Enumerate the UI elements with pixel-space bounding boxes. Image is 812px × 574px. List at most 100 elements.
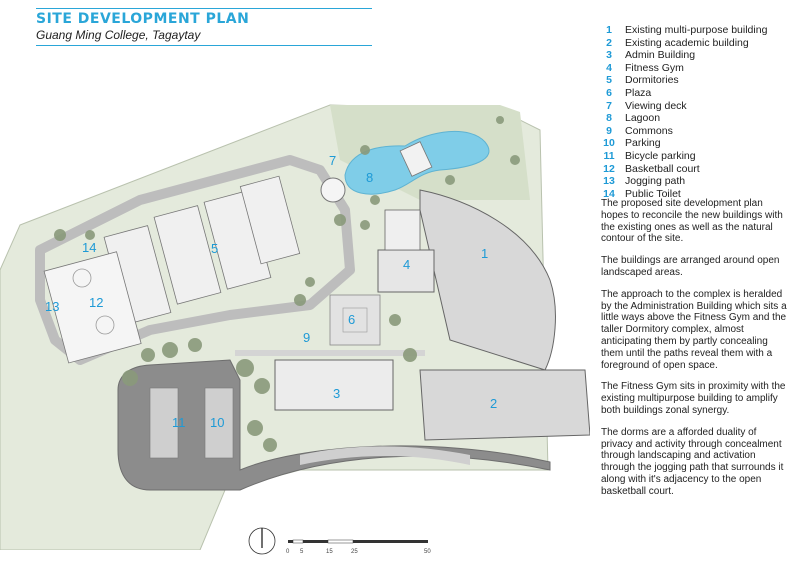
- lagoon-bridge: [399, 141, 433, 177]
- plan-label-7: 7: [329, 153, 336, 168]
- parking-bays-left: [149, 387, 179, 459]
- plaza-6: [329, 294, 381, 346]
- tree-clusters: [54, 116, 520, 452]
- plan-label-2: 2: [490, 396, 497, 411]
- page-title: SITE DEVELOPMENT PLAN: [36, 11, 250, 27]
- legend-item: 7 Viewing deck: [598, 100, 808, 113]
- legend-number: 14: [603, 187, 615, 200]
- tree: [360, 220, 370, 230]
- scale-svg: 0 5 15 25 50: [248, 527, 431, 555]
- legend-number: 3: [606, 49, 612, 62]
- description-paragraph: The approach to the complex is heralded …: [601, 288, 787, 371]
- court-area: [43, 251, 142, 364]
- legend-label: Admin Building: [625, 49, 696, 62]
- legend-label: Parking: [625, 137, 661, 150]
- legend-number: 4: [606, 61, 612, 74]
- tree: [85, 230, 95, 240]
- legend-label: Jogging path: [625, 175, 686, 188]
- jogging-path: [35, 155, 355, 365]
- tree: [236, 359, 254, 377]
- plan-label-6: 6: [348, 312, 355, 327]
- tree: [389, 314, 401, 326]
- plan-label-14: 14: [82, 240, 96, 255]
- court-circle-top: [72, 268, 92, 288]
- dormitory-blocks: [103, 175, 301, 325]
- legend-label: Commons: [625, 124, 673, 137]
- legend-number: 13: [603, 175, 615, 188]
- legend-label: Public Toilet: [625, 187, 681, 200]
- tree: [162, 342, 178, 358]
- description-paragraph: The proposed site development plan hopes…: [601, 198, 783, 245]
- legend-number: 9: [606, 124, 612, 137]
- building-1-multipurpose: [419, 189, 556, 371]
- plan-label-12: 12: [89, 295, 103, 310]
- scale-tick-label: 50: [424, 549, 431, 555]
- plan-label-9: 9: [303, 330, 310, 345]
- legend-label: Dormitories: [625, 74, 679, 87]
- building-2-academic: [419, 369, 590, 441]
- plan-label-4: 4: [403, 257, 410, 272]
- legend-item: 13 Jogging path: [598, 175, 808, 188]
- plan-label-8: 8: [366, 170, 373, 185]
- tree: [370, 195, 380, 205]
- road-island: [300, 446, 470, 465]
- description-paragraph: The Fitness Gym sits in proximity with t…: [601, 381, 786, 416]
- legend-number: 5: [606, 74, 612, 87]
- north-arrow-and-scale: 0 5 15 25 50: [246, 524, 446, 564]
- tree: [254, 378, 270, 394]
- court-circle-bottom: [95, 315, 115, 335]
- legend-label: Viewing deck: [625, 99, 687, 112]
- viewing-deck-7: [320, 177, 346, 203]
- legend-number: 1: [606, 24, 612, 36]
- legend-number: 6: [606, 86, 612, 99]
- dorm-block-d: [239, 175, 301, 265]
- plan-label-3: 3: [333, 386, 340, 401]
- tree: [510, 155, 520, 165]
- legend-item: 8 Lagoon: [598, 112, 808, 125]
- tree: [305, 277, 315, 287]
- tree: [403, 348, 417, 362]
- tree: [445, 175, 455, 185]
- walkway: [235, 350, 425, 356]
- legend-label: Plaza: [625, 86, 652, 99]
- tree: [263, 438, 277, 452]
- tree: [188, 338, 202, 352]
- legend-number: 7: [606, 99, 612, 112]
- plan-label-10: 10: [210, 415, 224, 430]
- plan-label-11: 11: [172, 415, 186, 430]
- scale-tick-label: 0: [286, 549, 290, 555]
- legend-label: Lagoon: [625, 112, 661, 125]
- legend-item: 5 Dormitories: [598, 74, 808, 87]
- plaza-inner: [342, 307, 368, 333]
- building-3-admin: [274, 359, 394, 411]
- scale-tick-label: 15: [326, 549, 333, 555]
- dorm-block-b: [153, 205, 222, 305]
- tree: [360, 145, 370, 155]
- legend-number: 8: [606, 112, 612, 125]
- title-block: SITE DEVELOPMENT PLAN Guang Ming College…: [36, 8, 372, 46]
- plan-label-13: 13: [45, 299, 59, 314]
- legend-item: 9 Commons: [598, 125, 808, 138]
- scale-bar-segment: [288, 540, 293, 543]
- legend-item: 3 Admin Building: [598, 49, 808, 62]
- description-paragraph: The dorms are a afforded duality of priv…: [601, 426, 784, 497]
- plan-label-1: 1: [481, 246, 488, 261]
- site-plan-svg: 1 2 3 4 5 6 7 8 9 10 11 12 13 14: [0, 104, 590, 550]
- legend-label: Existing academic building: [625, 36, 749, 49]
- description-paragraph: The buildings are arranged around open l…: [601, 255, 780, 278]
- legend-item: 14 Public Toilet: [598, 188, 808, 201]
- plan-label-5: 5: [211, 241, 218, 256]
- site-plan-drawing: 1 2 3 4 5 6 7 8 9 10 11 12 13 14: [0, 50, 590, 550]
- building-4-annex: [384, 209, 421, 251]
- parking-bays-right: [204, 387, 234, 459]
- scale-tick-label: 5: [300, 549, 304, 555]
- title-bottom-rule: [36, 45, 372, 46]
- scale-bar-segment: [327, 539, 354, 544]
- page-subtitle: Guang Ming College, Tagaytay: [36, 28, 201, 42]
